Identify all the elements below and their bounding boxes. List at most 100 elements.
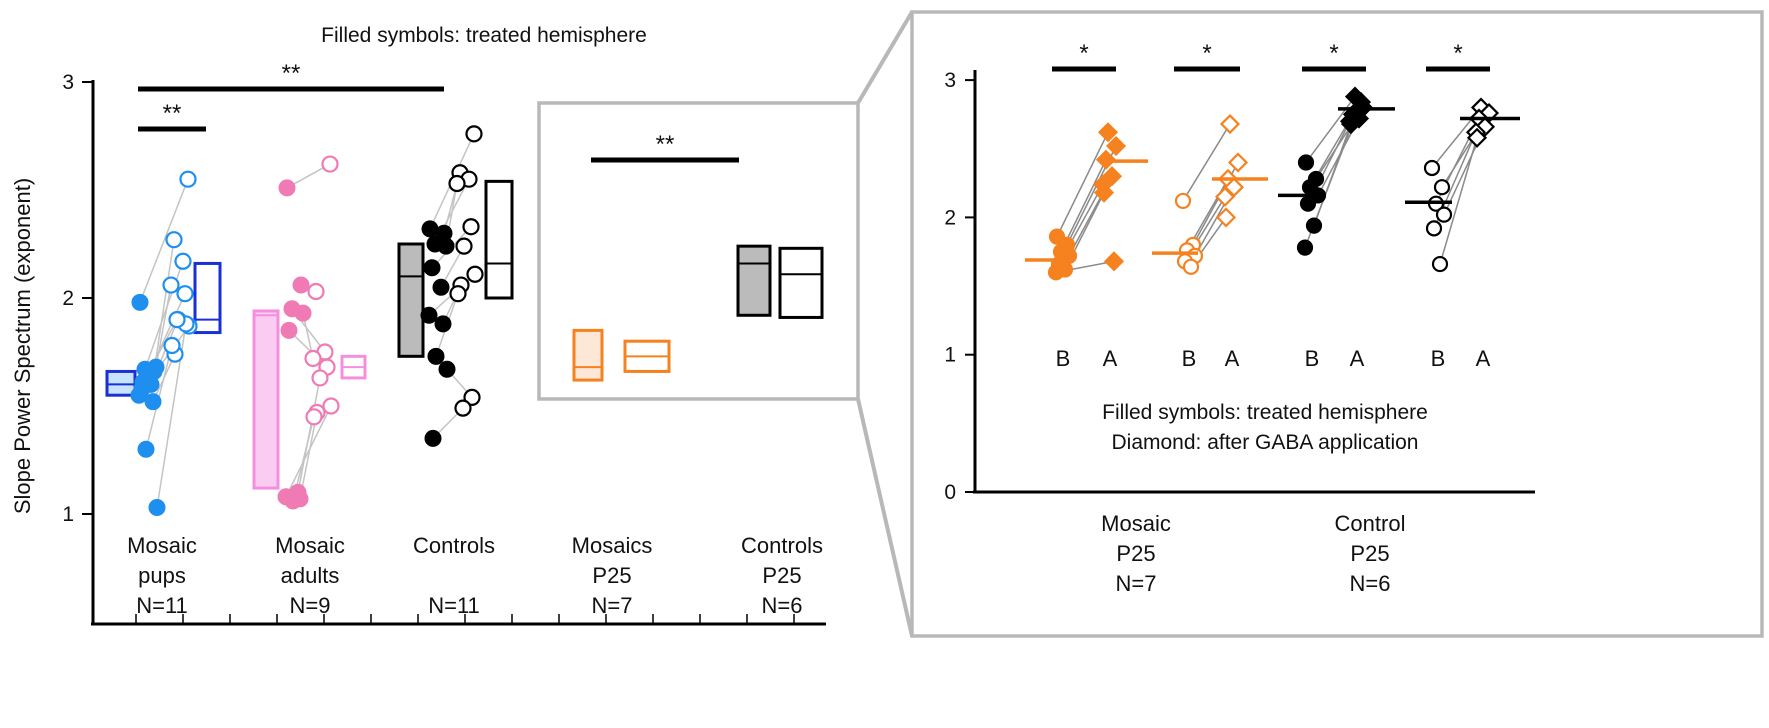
inset-y-tick-label: 0 [944,481,956,504]
point-treated [131,293,149,311]
inset-point-before [1296,239,1314,256]
point-treated [420,306,438,324]
inset-condition-label-before: B [1056,346,1071,371]
inset-point-after-diamond [1219,113,1241,135]
inset-point-after-diamond [1097,122,1119,143]
group-label-line: Controls [413,533,495,558]
group-label-line: adults [281,563,340,588]
point-treated [438,360,456,378]
group-label-line: N=6 [762,593,803,618]
inset-point-after-diamond [1227,152,1249,173]
point-untreated [174,252,192,270]
group-label-line: Controls [741,533,823,558]
group-label-line: N=11 [136,593,188,618]
significance-label: ** [656,131,675,158]
inset-y-tick-label: 2 [944,206,956,229]
inset-point-after-diamond [1340,113,1362,135]
inset-point-before [1299,195,1317,212]
point-treated [147,358,165,376]
box-iqr [572,328,604,382]
main-panel: Filled symbols: treated hemisphere Slope… [10,24,826,626]
inset-point-before [1425,220,1443,237]
point-treated [144,393,162,411]
inset-condition-label-after: A [1103,346,1118,371]
point-untreated [454,399,472,417]
point-untreated [163,336,181,355]
point-treated [423,259,441,277]
inset-point-before [1182,258,1200,275]
point-untreated [168,311,186,329]
p25-highlight-box [537,101,860,401]
significance-label: ** [163,100,182,127]
inset-pair-link [1056,131,1109,237]
point-treated [434,315,452,333]
point-treated [284,492,302,510]
y-tick-label: 3 [62,71,74,94]
inset-pair-link [1182,123,1231,202]
point-untreated [176,285,194,303]
inset-y-tick-label: 3 [944,69,956,92]
box-iqr [193,261,222,335]
point-treated [294,304,312,322]
inset-point-before [1433,179,1451,196]
point-untreated [462,218,480,236]
point-treated [427,347,445,365]
point-treated [432,278,450,296]
point-treated [280,321,298,339]
inset-condition-label-after: A [1225,346,1240,371]
inset-point-before [1431,255,1449,273]
pair-link [285,405,332,498]
group-label-line: Mosaics [572,533,653,558]
point-treated [278,179,296,197]
box-iqr [252,309,280,490]
inset-significance-label: * [1329,40,1338,67]
inset-point-after-diamond [1466,127,1488,148]
point-untreated [455,237,473,255]
box-iqr [105,369,137,397]
inset-group-label-line: N=6 [1350,571,1391,596]
point-untreated [465,125,483,143]
point-treated [134,373,152,391]
inset-point-before [1423,159,1441,177]
point-untreated [305,408,323,426]
point-untreated [162,276,180,294]
inset-point-before [1305,217,1323,234]
group-label-line: pups [138,563,186,588]
group-label-line: Mosaic [127,533,197,558]
point-untreated [321,155,339,173]
y-axis-label: Slope Power Spectrum (exponent) [10,178,35,514]
significance-label: ** [282,60,301,87]
inset-condition-label-before: B [1182,346,1197,371]
point-untreated [311,369,329,387]
inset-significance-label: * [1079,40,1088,67]
group-label-line: Mosaic [275,533,345,558]
box-iqr [736,244,772,317]
group-controls [397,125,514,447]
inset-group-label-line: N=7 [1116,571,1157,596]
inset-point-before [1297,154,1315,171]
point-untreated [165,231,183,249]
point-untreated [307,282,325,301]
inset-pair-link [1439,137,1478,265]
group-mosaics-p25 [572,328,671,382]
inset-condition-label-before: B [1431,346,1446,371]
inset-group-label-line: P25 [1116,541,1155,566]
point-untreated [448,174,466,193]
inset-pair-link [1060,159,1107,253]
inset-condition-label-after: A [1350,346,1365,371]
group-mosaic-pups [105,170,222,517]
group-label-line: P25 [762,563,801,588]
pair-link [299,412,318,500]
point-untreated [304,349,322,368]
inset-point-after-diamond [1093,182,1115,203]
inset-legend-line-1: Filled symbols: treated hemisphere [1102,401,1428,424]
inset-point-before [1047,264,1065,281]
box-iqr [484,179,514,300]
pair-link [153,239,175,372]
y-tick-label: 2 [62,287,74,310]
inset-point-after-diamond [1103,251,1125,272]
inset-y-tick-label: 1 [944,344,956,367]
